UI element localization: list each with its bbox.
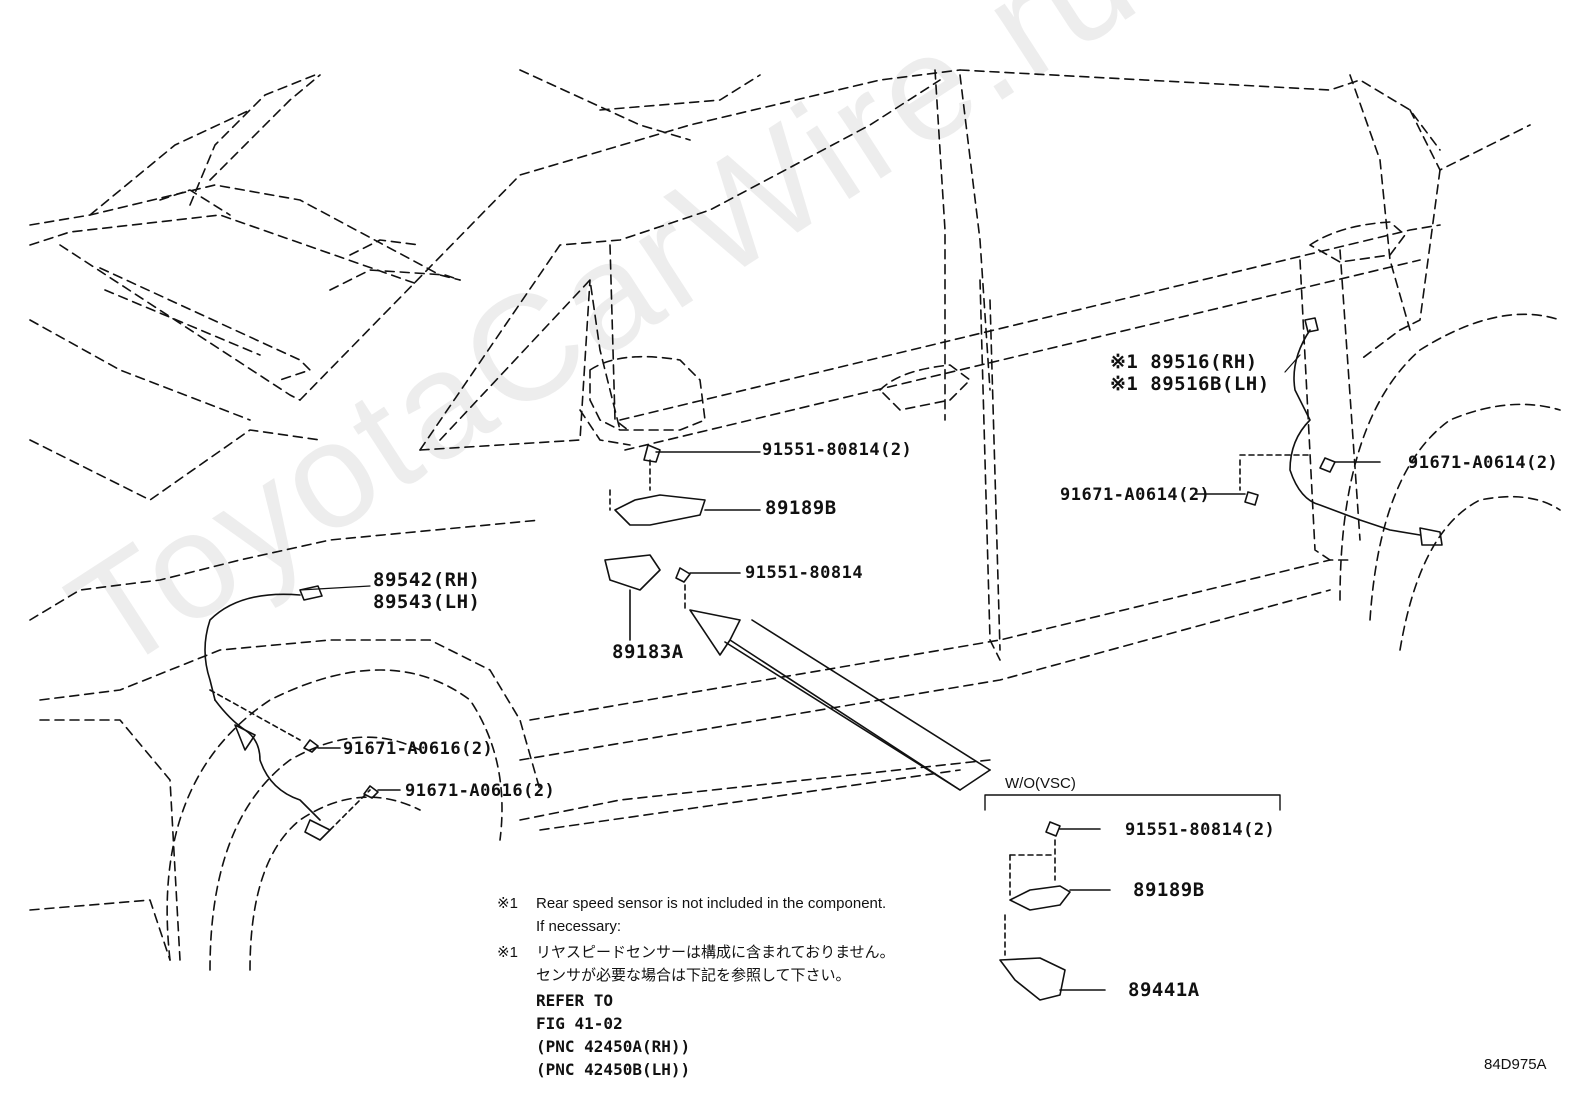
front-sensor [204, 585, 401, 841]
rear-sensor [1194, 317, 1443, 546]
part-label-rear-bolt-right: 91671-A0614(2) [1408, 453, 1559, 473]
car-body-front [29, 69, 761, 501]
part-label-front-bolt-1: 91671-A0616(2) [343, 739, 494, 759]
wo-vsc-parts [999, 821, 1111, 1001]
car-body-side [29, 69, 1531, 831]
center-parts [604, 444, 761, 641]
part-label-bolt-top: 91551-80814(2) [762, 440, 913, 460]
part-label-rear-bolt-left: 91671-A0614(2) [1060, 485, 1211, 505]
part-label-rear-rh: ※1 89516(RH) [1110, 351, 1258, 373]
part-label-bolt-mid: 91551-80814 [745, 563, 864, 583]
note-pnc-rh: (PNC 42450A(RH)) [536, 1037, 691, 1056]
side-mirror [579, 355, 706, 446]
part-label-front-bolt-2: 91671-A0616(2) [405, 781, 556, 801]
part-label-front-rh: 89542(RH) [373, 569, 481, 591]
a-pillar [299, 69, 991, 451]
part-label-rear-lh: ※1 89516B(LH) [1110, 373, 1270, 395]
wo-vsc-sensor-label: 89441A [1128, 979, 1200, 1001]
wo-vsc-bracket-label: 89189B [1133, 879, 1205, 901]
direction-arrow [689, 609, 991, 791]
wo-vsc-title: W/O(VSC) [1005, 775, 1076, 792]
note-jp-mark: ※1 [497, 944, 518, 961]
door-handles [879, 221, 1406, 411]
note-jp-line2: センサが必要な場合は下記を参照して下さい。 [536, 967, 851, 984]
front-wheel [29, 669, 503, 971]
wo-vsc-bracket [984, 794, 1281, 811]
diagram-code: 84D975A [1484, 1056, 1547, 1073]
wo-vsc-bolt-label: 91551-80814(2) [1125, 820, 1276, 840]
part-label-bracket-b: 89189B [765, 497, 837, 519]
note-jp-line1: リヤスピードセンサーは構成に含まれておりません。 [536, 944, 895, 961]
part-label-sensor-a: 89183A [612, 641, 684, 663]
note-refer: REFER TO [536, 991, 614, 1010]
rear-wheel [1339, 313, 1561, 651]
note-fig: FIG 41-02 [536, 1014, 623, 1033]
note-en-mark: ※1 [497, 895, 518, 912]
part-label-front-lh: 89543(LH) [373, 591, 481, 613]
note-en-line2: If necessary: [536, 918, 622, 935]
note-en-line1: Rear speed sensor is not included in the… [536, 895, 887, 912]
note-pnc-lh: (PNC 42450B(LH)) [536, 1060, 691, 1079]
